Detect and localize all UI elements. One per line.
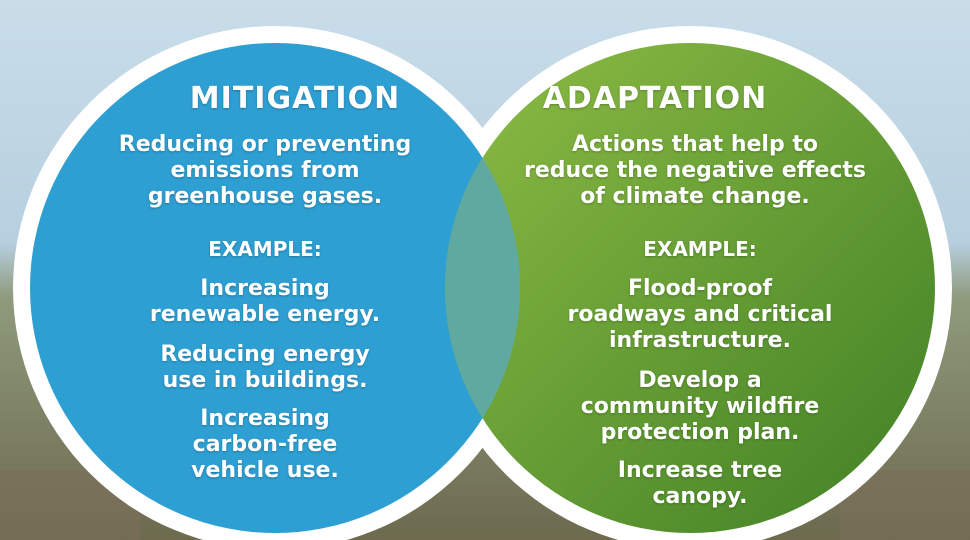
adaptation-definition-line: Actions that help to (571, 132, 819, 157)
adaptation-example-2: Develop a community wildfire protection … (555, 368, 845, 446)
adaptation-example-line: roadways and critical (567, 302, 833, 327)
mitigation-example-line: Increasing (200, 406, 330, 431)
adaptation-example-line: infrastructure. (609, 328, 791, 353)
mitigation-example-line: Increasing (200, 276, 330, 301)
mitigation-definition-line: Reducing or preventing (118, 132, 412, 157)
adaptation-example-1: Flood-proof roadways and critical infras… (545, 276, 855, 354)
mitigation-example-label: EXAMPLE: (208, 237, 322, 261)
adaptation-example-line: community wildfire (580, 394, 820, 419)
mitigation-example-line: use in buildings. (162, 368, 368, 393)
adaptation-example-line: Develop a (638, 368, 762, 393)
mitigation-example-3: Increasing carbon-free vehicle use. (120, 406, 410, 484)
adaptation-circle (445, 43, 935, 533)
adaptation-definition: Actions that help to reduce the negative… (520, 132, 870, 210)
adaptation-example-line: Increase tree (617, 458, 783, 483)
adaptation-example-line: protection plan. (600, 420, 800, 445)
mitigation-circle (30, 43, 520, 533)
adaptation-title: ADAPTATION (542, 81, 768, 116)
mitigation-definition-line: emissions from (170, 158, 360, 183)
mitigation-example-line: vehicle use. (191, 458, 339, 483)
mitigation-example-line: carbon-free (192, 432, 338, 457)
adaptation-definition-line: of climate change. (580, 184, 810, 209)
adaptation-example-line: Flood-proof (627, 276, 773, 301)
mitigation-example-1: Increasing renewable energy. (120, 276, 410, 328)
mitigation-definition: Reducing or preventing emissions from gr… (105, 132, 425, 210)
mitigation-title: MITIGATION (189, 81, 401, 116)
mitigation-example-line: Reducing energy (160, 342, 370, 367)
adaptation-example-label: EXAMPLE: (643, 237, 757, 261)
mitigation-definition-line: greenhouse gases. (147, 184, 383, 209)
adaptation-definition-line: reduce the negative effects (523, 158, 867, 183)
adaptation-example-3: Increase tree canopy. (555, 458, 845, 510)
mitigation-example-2: Reducing energy use in buildings. (120, 342, 410, 394)
adaptation-example-line: canopy. (652, 484, 748, 509)
mitigation-example-line: renewable energy. (149, 302, 381, 327)
